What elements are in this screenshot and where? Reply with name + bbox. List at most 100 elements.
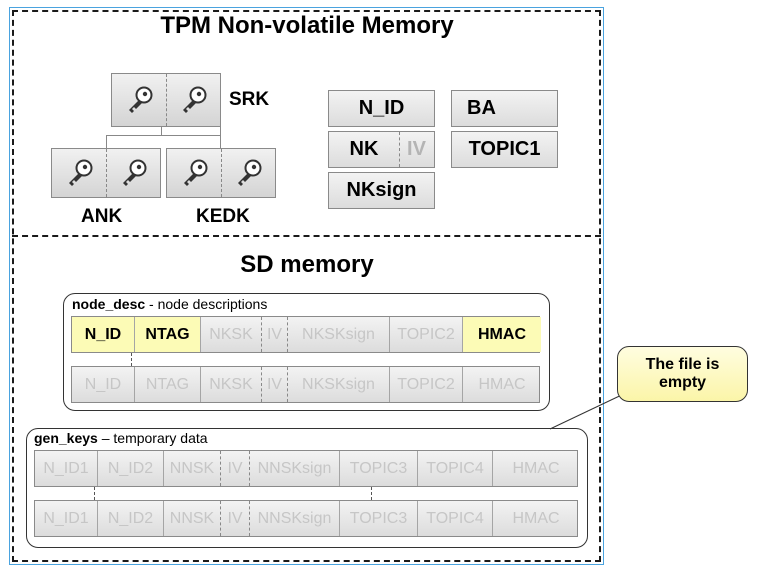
kedk-label: KEDK <box>196 206 250 227</box>
gen-keys-cell: N_ID2 <box>107 509 154 527</box>
srk-key-pair <box>111 73 221 127</box>
callout-pointer <box>549 390 631 430</box>
gen-keys-cell: HMAC <box>512 459 560 477</box>
gen-keys-cell: IV <box>227 509 243 527</box>
node-desc-cell: IV <box>266 375 283 393</box>
cell-separator <box>200 367 201 402</box>
tree-connector <box>161 127 221 148</box>
cell-separator <box>287 317 288 352</box>
cell-separator <box>134 367 135 402</box>
gen-keys-cell: N_ID1 <box>43 509 89 527</box>
empty-file-callout: The file is empty <box>617 346 748 402</box>
node-desc-cell: NTAG <box>145 375 190 393</box>
cell-separator <box>339 501 340 536</box>
gen-keys-cell: NNSKsign <box>257 459 332 477</box>
node-desc-cell: N_ID <box>84 375 122 393</box>
cell-separator <box>417 501 418 536</box>
sd-title: SD memory <box>240 251 374 278</box>
node-desc-cell: HMAC <box>478 375 526 393</box>
node-desc-row: N_ID NTAG NKSK IV NKSKsign TOPIC2 HMAC <box>71 366 540 403</box>
field-ba: BA <box>451 90 558 127</box>
node-desc-cell: TOPIC2 <box>397 375 455 393</box>
node-desc-cell: NKSK <box>209 325 253 343</box>
cell-separator <box>220 451 221 486</box>
field-topic1: TOPIC1 <box>451 131 558 168</box>
tree-connector <box>106 135 161 156</box>
gen-keys-cell: N_ID1 <box>43 459 89 477</box>
cell-separator <box>261 317 262 352</box>
key-icon <box>64 158 94 193</box>
gen-keys-cell: NNSK <box>169 509 215 527</box>
gen-keys-cell: IV <box>227 459 243 477</box>
node-desc-cell: IV <box>266 325 283 343</box>
inner-frame <box>12 10 601 562</box>
field-n-id-label: N_ID <box>358 97 405 119</box>
node-desc-cell: NKSKsign <box>302 325 375 343</box>
cell-separator <box>389 317 390 352</box>
cell-separator <box>492 451 493 486</box>
callout-text: The file is empty <box>645 356 720 391</box>
key-icon <box>179 158 209 193</box>
key-icon <box>118 158 148 193</box>
ank-key-pair <box>51 148 161 198</box>
gen-keys-cell: TOPIC4 <box>426 509 484 527</box>
gen-keys-cell: HMAC <box>512 509 560 527</box>
cell-separator <box>97 451 98 486</box>
field-topic1-label: TOPIC1 <box>468 138 541 160</box>
cell-separator <box>200 317 201 352</box>
tree-connector <box>161 127 162 135</box>
gen-keys-name: gen_keys <box>34 430 98 446</box>
cell-separator <box>462 367 463 402</box>
cell-separator <box>97 501 98 536</box>
cell-separator <box>462 317 463 352</box>
srk-label: SRK <box>229 89 270 110</box>
cell-separator <box>163 501 164 536</box>
gen-keys-cell: NNSK <box>169 459 215 477</box>
field-n-id: N_ID <box>328 90 435 127</box>
key-icon <box>233 158 263 193</box>
gen-keys-row: N_ID1 N_ID2 NNSK IV NNSKsign TOPIC3 TOPIC4 HMAC <box>34 500 578 537</box>
node-desc-caption: node_desc - node descriptions <box>72 296 267 312</box>
gen-keys-desc: – temporary data <box>97 430 208 446</box>
field-ba-label: BA <box>467 97 496 119</box>
cell-separator <box>339 451 340 486</box>
field-nk-label: NK <box>349 138 379 160</box>
gen-keys-cell: TOPIC4 <box>426 459 484 477</box>
node-desc-desc: - node descriptions <box>145 296 268 312</box>
gen-keys-cell: TOPIC3 <box>349 509 408 527</box>
cell-separator <box>287 367 288 402</box>
tpm-title: TPM Non-volatile Memory <box>160 12 454 39</box>
row-link-line <box>371 487 372 500</box>
field-nk-iv: NK IV <box>328 131 435 168</box>
node-desc-cell: TOPIC2 <box>397 325 455 343</box>
gen-keys-row: N_ID1 N_ID2 NNSK IV NNSKsign TOPIC3 TOPIC4 HMAC <box>34 450 578 487</box>
gen-keys-cell: NNSKsign <box>257 509 332 527</box>
row-link-line <box>131 353 132 366</box>
cell-separator <box>417 451 418 486</box>
cell-separator <box>134 317 135 352</box>
outer-frame <box>9 7 604 565</box>
node-desc-cell: HMAC <box>463 317 541 352</box>
kedk-key-pair <box>166 148 276 198</box>
cell-separator <box>220 501 221 536</box>
field-nksign: NKsign <box>328 172 435 209</box>
cell-separator <box>163 451 164 486</box>
field-nksign-label: NKsign <box>346 179 417 201</box>
node-desc-cell: N_ID <box>72 317 134 352</box>
node-desc-cell: NKSK <box>209 375 253 393</box>
tree-connector <box>161 135 221 136</box>
node-desc-name: node_desc <box>72 296 146 312</box>
section-divider <box>12 235 601 237</box>
gen-keys-caption: gen_keys – temporary data <box>34 430 208 446</box>
key-icon <box>178 85 208 120</box>
gen-keys-cell: TOPIC3 <box>349 459 408 477</box>
gen-keys-cell: N_ID2 <box>107 459 154 477</box>
cell-separator <box>249 451 250 486</box>
cell-separator <box>389 367 390 402</box>
cell-separator <box>249 501 250 536</box>
node-desc-cell: NTAG <box>135 317 200 352</box>
node-desc-cell: NKSKsign <box>302 375 375 393</box>
ank-label: ANK <box>81 206 123 227</box>
